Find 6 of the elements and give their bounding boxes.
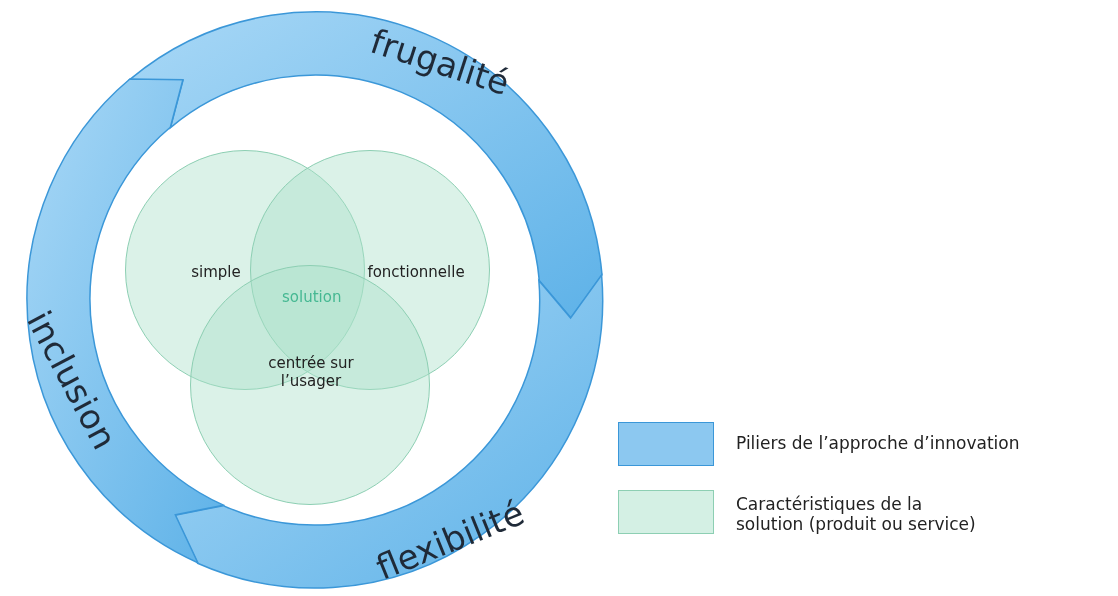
circle-label: centrée sur l’usager	[267, 354, 355, 390]
legend-label: Caractéristiques de la solution (produit ou service)	[736, 494, 976, 534]
circle-label: fonctionnelle	[366, 263, 466, 281]
center-label: solution	[282, 288, 342, 306]
legend-label: Piliers de l’approche d’innovation	[736, 433, 1021, 453]
circle-label: simple	[190, 263, 242, 281]
